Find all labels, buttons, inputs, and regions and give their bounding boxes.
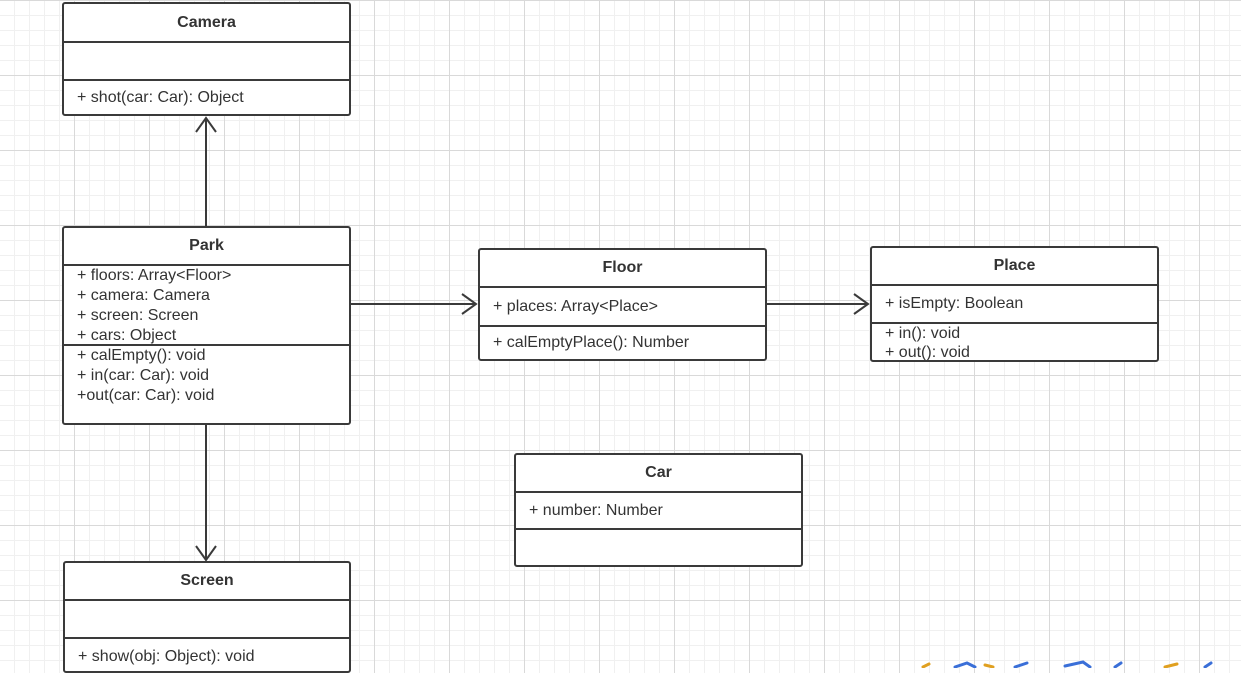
class-car-methods	[516, 530, 801, 565]
class-place-title: Place	[872, 248, 1157, 286]
class-screen[interactable]: Screen + show(obj: Object): void	[63, 561, 351, 673]
class-park-methods: + calEmpty(): void + in(car: Car): void …	[64, 346, 349, 423]
class-place-attributes: + isEmpty: Boolean	[872, 286, 1157, 324]
attribute-row: + floors: Array<Floor>	[77, 267, 232, 284]
attribute-row: + camera: Camera	[77, 287, 210, 304]
attribute-row: + number: Number	[529, 501, 663, 519]
method-row: + in(): void	[885, 325, 961, 342]
attribute-row: + places: Array<Place>	[493, 297, 658, 315]
class-car-title: Car	[516, 455, 801, 493]
arrowhead-floor	[461, 293, 478, 315]
scribble-marks	[921, 660, 1213, 668]
method-row: +out(car: Car): void	[77, 387, 215, 404]
arrowhead-camera	[195, 116, 217, 133]
method-row: + show(obj: Object): void	[78, 648, 255, 665]
class-place-methods: + in(): void + out(): void	[872, 324, 1157, 360]
attribute-row: + cars: Object	[77, 327, 177, 344]
method-row: + calEmptyPlace(): Number	[493, 334, 690, 351]
class-floor[interactable]: Floor + places: Array<Place> + calEmptyP…	[478, 248, 767, 361]
class-screen-methods: + show(obj: Object): void	[65, 639, 349, 671]
class-camera[interactable]: Camera + shot(car: Car): Object	[62, 2, 351, 116]
method-row: + shot(car: Car): Object	[77, 88, 244, 106]
class-floor-title: Floor	[480, 250, 765, 288]
class-car[interactable]: Car + number: Number	[514, 453, 803, 567]
method-row: + calEmpty(): void	[77, 347, 206, 364]
method-row: + out(): void	[885, 344, 970, 361]
class-park[interactable]: Park + floors: Array<Floor> + camera: Ca…	[62, 226, 351, 425]
class-floor-attributes: + places: Array<Place>	[480, 288, 765, 327]
arrowhead-screen	[195, 545, 217, 562]
class-screen-attributes	[65, 601, 349, 639]
class-camera-attributes	[64, 43, 349, 81]
arrowhead-place	[853, 293, 870, 315]
class-park-title: Park	[64, 228, 349, 266]
method-row: + in(car: Car): void	[77, 367, 210, 384]
class-camera-methods: + shot(car: Car): Object	[64, 81, 349, 114]
class-park-attributes: + floors: Array<Floor> + camera: Camera …	[64, 266, 349, 346]
class-place[interactable]: Place + isEmpty: Boolean + in(): void + …	[870, 246, 1159, 362]
attribute-row: + isEmpty: Boolean	[885, 295, 1024, 312]
attribute-row: + screen: Screen	[77, 307, 199, 324]
class-camera-title: Camera	[64, 4, 349, 43]
class-car-attributes: + number: Number	[516, 493, 801, 530]
class-floor-methods: + calEmptyPlace(): Number	[480, 327, 765, 359]
class-screen-title: Screen	[65, 563, 349, 601]
